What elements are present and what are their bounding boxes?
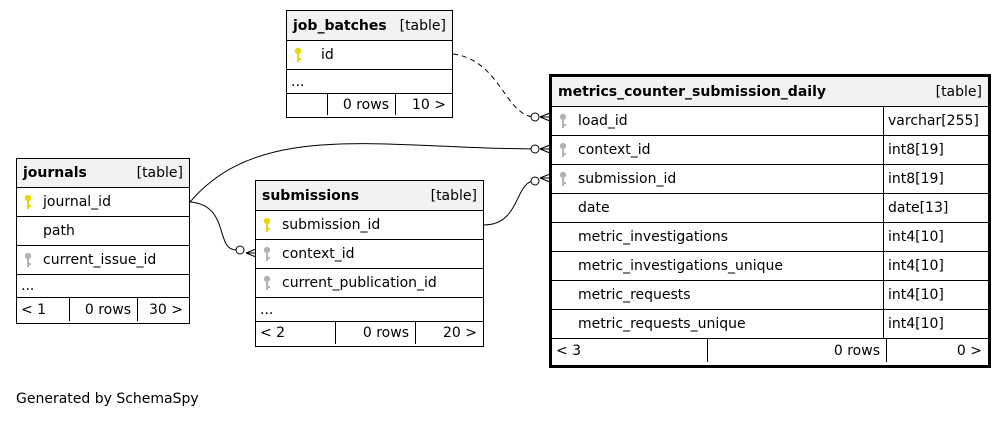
column-name: metric_requests bbox=[578, 287, 691, 303]
foreign-key-icon bbox=[559, 113, 567, 128]
column-name: current_publication_id bbox=[282, 275, 437, 291]
column-row[interactable]: submission_id int8[19] bbox=[552, 165, 988, 194]
foreign-key-icon bbox=[559, 142, 567, 157]
column-type: int4[10] bbox=[883, 223, 988, 251]
more-columns: ... bbox=[287, 70, 452, 94]
table-journals[interactable]: journals [table] journal_id path current… bbox=[16, 158, 190, 324]
table-kind: [table] bbox=[430, 187, 477, 204]
parents-count[interactable]: < 1 bbox=[17, 298, 70, 321]
table-submissions[interactable]: submissions [table] submission_id contex… bbox=[255, 180, 484, 347]
column-type: varchar[255] bbox=[883, 107, 988, 135]
column-name: metric_requests_unique bbox=[578, 316, 746, 332]
table-job-batches[interactable]: job_batches [table] id ... 0 rows 10 > bbox=[286, 10, 453, 118]
row-count: 0 rows bbox=[328, 94, 396, 115]
column-row[interactable]: metric_investigations_unique int4[10] bbox=[552, 252, 988, 281]
column-row[interactable]: context_id int8[19] bbox=[552, 136, 988, 165]
column-name: submission_id bbox=[282, 217, 381, 233]
column-name: context_id bbox=[578, 142, 651, 158]
parents-count[interactable]: < 3 bbox=[552, 339, 708, 362]
primary-key-icon bbox=[24, 194, 32, 209]
column-name: journal_id bbox=[43, 194, 111, 210]
table-name: job_batches bbox=[293, 17, 387, 34]
edge-end-circle bbox=[530, 176, 540, 186]
column-row[interactable]: current_issue_id bbox=[17, 246, 189, 275]
table-kind: [table] bbox=[935, 83, 982, 100]
column-type: int4[10] bbox=[883, 310, 988, 338]
edge-end-circle bbox=[530, 144, 540, 154]
primary-key-icon bbox=[294, 47, 302, 62]
column-name: context_id bbox=[282, 246, 355, 262]
table-name: metrics_counter_submission_daily bbox=[558, 83, 827, 100]
edge-journals-submissions bbox=[189, 201, 237, 251]
column-row[interactable]: metric_investigations int4[10] bbox=[552, 223, 988, 252]
more-columns: ... bbox=[17, 275, 189, 298]
column-row[interactable]: metric_requests int4[10] bbox=[552, 281, 988, 310]
column-type: int8[19] bbox=[883, 165, 988, 193]
table-footer: < 1 0 rows 30 > bbox=[17, 298, 189, 321]
column-row[interactable]: current_publication_id bbox=[256, 269, 483, 298]
edge-journals-context-id bbox=[189, 143, 535, 203]
column-name: path bbox=[43, 223, 75, 239]
more-columns: ... bbox=[256, 298, 483, 322]
table-kind: [table] bbox=[399, 17, 446, 34]
table-kind: [table] bbox=[136, 165, 183, 181]
table-footer: < 2 0 rows 20 > bbox=[256, 322, 483, 344]
edge-end-circle bbox=[530, 112, 540, 122]
edge-crowfoot bbox=[539, 144, 551, 154]
edge-crowfoot bbox=[539, 173, 551, 183]
edge-submissions-metrics bbox=[483, 180, 535, 226]
column-name: submission_id bbox=[578, 171, 677, 187]
column-type: date[13] bbox=[883, 194, 988, 222]
column-name: current_issue_id bbox=[43, 252, 157, 268]
column-name: metric_investigations_unique bbox=[578, 258, 784, 274]
foreign-key-icon bbox=[24, 252, 32, 267]
parents-count[interactable] bbox=[287, 94, 328, 115]
column-row[interactable]: load_id varchar[255] bbox=[552, 107, 988, 136]
column-type: int4[10] bbox=[883, 252, 988, 280]
column-name: metric_investigations bbox=[578, 229, 728, 245]
column-row[interactable]: metric_requests_unique int4[10] bbox=[552, 310, 988, 339]
column-type: int8[19] bbox=[883, 136, 988, 164]
column-name: load_id bbox=[578, 113, 628, 129]
parents-count[interactable]: < 2 bbox=[256, 322, 336, 344]
foreign-key-icon bbox=[263, 275, 271, 290]
table-header: journals [table] bbox=[17, 159, 189, 188]
table-header: submissions [table] bbox=[256, 181, 483, 211]
primary-key-icon bbox=[263, 217, 271, 232]
edge-crowfoot bbox=[245, 248, 257, 258]
table-name: journals bbox=[23, 165, 87, 181]
column-row[interactable]: journal_id bbox=[17, 188, 189, 217]
column-row[interactable]: submission_id bbox=[256, 211, 483, 240]
table-header: job_batches [table] bbox=[287, 11, 452, 41]
column-name: date bbox=[578, 200, 610, 216]
foreign-key-icon bbox=[559, 171, 567, 186]
children-count[interactable]: 20 > bbox=[443, 325, 477, 341]
edge-end-circle bbox=[235, 245, 245, 255]
foreign-key-icon bbox=[263, 246, 271, 261]
table-footer: < 3 0 rows 0 > bbox=[552, 339, 988, 362]
generated-by-note: Generated by SchemaSpy bbox=[16, 391, 199, 407]
column-type: int4[10] bbox=[883, 281, 988, 309]
edge-crowfoot bbox=[539, 112, 551, 122]
table-header: metrics_counter_submission_daily [table] bbox=[552, 77, 988, 107]
children-count[interactable]: 0 > bbox=[956, 342, 982, 359]
edge-job-batches-load-id bbox=[452, 53, 535, 118]
row-count: 0 rows bbox=[708, 339, 887, 362]
column-name: id bbox=[321, 47, 334, 63]
children-count[interactable]: 30 > bbox=[149, 301, 183, 318]
row-count: 0 rows bbox=[336, 322, 416, 344]
children-count[interactable]: 10 > bbox=[412, 96, 446, 113]
column-row[interactable]: id bbox=[287, 41, 452, 70]
column-row[interactable]: date date[13] bbox=[552, 194, 988, 223]
table-footer: 0 rows 10 > bbox=[287, 94, 452, 115]
row-count: 0 rows bbox=[70, 298, 138, 321]
column-row[interactable]: path bbox=[17, 217, 189, 246]
table-metrics-counter-submission-daily[interactable]: metrics_counter_submission_daily [table]… bbox=[549, 74, 991, 368]
table-name: submissions bbox=[262, 187, 360, 204]
column-row[interactable]: context_id bbox=[256, 240, 483, 269]
